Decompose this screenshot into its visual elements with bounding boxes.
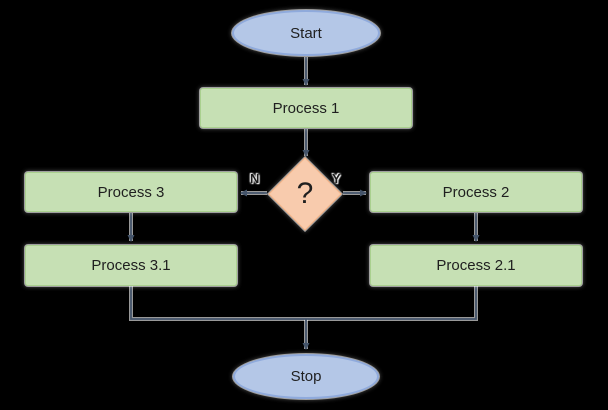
process-3-label: Process 3 (97, 183, 165, 201)
process-3-1-node: Process 3.1 (25, 245, 237, 286)
process-1-node: Process 1 (200, 88, 412, 128)
process-3-node: Process 3 (25, 172, 237, 212)
process-2-label: Process 2 (442, 183, 510, 201)
edge-label-yes: Y (332, 171, 341, 186)
process-3-1-label: Process 3.1 (91, 257, 171, 274)
process-2-node: Process 2 (370, 172, 582, 212)
stop-node: Stop (233, 354, 379, 399)
process-2-1-label: Process 2.1 (436, 257, 516, 274)
process-1-label: Process 1 (272, 99, 340, 117)
decision-node-label: ? (296, 177, 314, 210)
process-2-1-node: Process 2.1 (370, 245, 582, 286)
start-node: Start (232, 10, 380, 56)
edge-junction (130, 286, 477, 320)
edge-label-no: N (250, 171, 260, 186)
stop-node-label: Stop (290, 368, 322, 385)
start-node-label: Start (290, 24, 322, 42)
connector-lines (127, 57, 480, 350)
